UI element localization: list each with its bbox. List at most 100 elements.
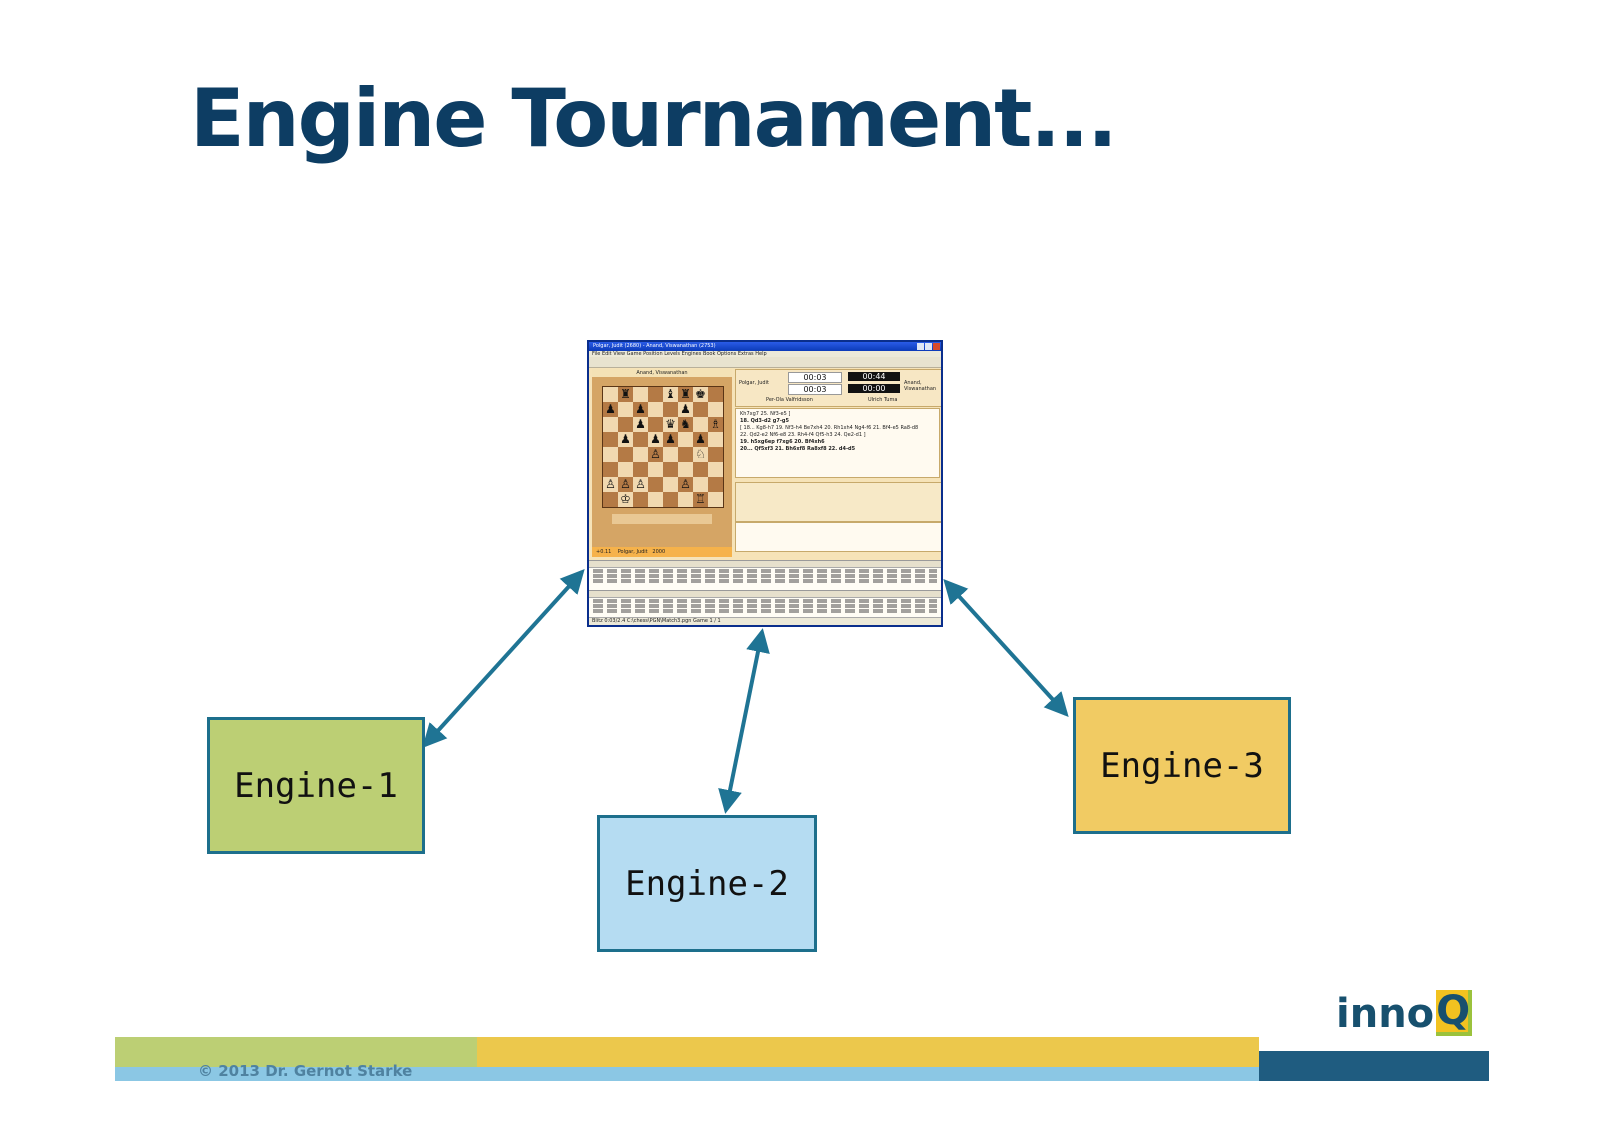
clock-left-name: Polgar, Judit <box>739 380 769 386</box>
engine-pane-2 <box>589 590 941 621</box>
arrow-engine-2 <box>718 628 770 814</box>
board-square <box>648 402 663 417</box>
copyright-text: © 2013 Dr. Gernot Starke <box>198 1062 413 1080</box>
board-square <box>678 432 693 447</box>
board-square <box>618 417 633 432</box>
opening-info <box>735 522 941 552</box>
footer-band-blue <box>115 1067 1259 1081</box>
board-square: ♙ <box>633 477 648 492</box>
top-player-name: Anand, Viswanathan <box>592 369 732 377</box>
arrow-engine-3 <box>943 579 1069 717</box>
engine-3-box: Engine-3 <box>1073 697 1291 834</box>
engine-2-box: Engine-2 <box>597 815 817 952</box>
board-panel: Anand, Viswanathan ♜♝♜♚♟♟♟♟♛♞♗♟♟♟♟♙♘♙♙♙♙… <box>592 369 732 557</box>
notation-line: [ 18... Kg8-h7 19. Nf3-h4 Be7xh4 20. Rh1… <box>740 425 919 431</box>
board-square <box>693 477 708 492</box>
footer-band-dark <box>1259 1051 1489 1081</box>
board-square: ♟ <box>678 402 693 417</box>
board-square <box>603 492 618 507</box>
board-square <box>633 492 648 507</box>
gui-menubar: File Edit View Game Position Levels Engi… <box>589 351 941 357</box>
logo-text: inno <box>1336 991 1435 1037</box>
board-square: ♙ <box>618 477 633 492</box>
board-footer: +0.11 Polgar, Judit 2000 <box>592 547 732 557</box>
close-icon <box>933 343 940 350</box>
board-square <box>663 477 678 492</box>
board-square: ♟ <box>693 432 708 447</box>
engine-3-label: Engine-3 <box>1100 745 1264 786</box>
board-square <box>663 492 678 507</box>
bottom-player-name: Polgar, Judit <box>617 549 648 555</box>
board-square: ♝ <box>663 387 678 402</box>
clock-white-1: 00:03 <box>788 372 842 383</box>
gui-toolbar <box>589 357 941 368</box>
board-square: ♙ <box>648 447 663 462</box>
board-square <box>633 447 648 462</box>
board-square: ♚ <box>693 387 708 402</box>
board-square <box>708 432 723 447</box>
board-square: ♖ <box>693 492 708 507</box>
footer-band-yellow <box>477 1037 1259 1067</box>
board-square <box>693 462 708 477</box>
gui-window-buttons <box>917 343 940 350</box>
chess-board: ♜♝♜♚♟♟♟♟♛♞♗♟♟♟♟♙♘♙♙♙♙♔♖ <box>602 386 724 508</box>
board-square <box>648 477 663 492</box>
board-square <box>618 447 633 462</box>
notation-line: 22. Qd2-e2 Nf6-e8 23. Rh4-f4 Qf5-h3 24. … <box>740 432 866 438</box>
board-square <box>663 402 678 417</box>
board-square <box>648 462 663 477</box>
board-square: ♟ <box>633 417 648 432</box>
board-square: ♟ <box>648 432 663 447</box>
board-square: ♔ <box>618 492 633 507</box>
board-square: ♜ <box>678 387 693 402</box>
board-square <box>648 492 663 507</box>
board-square: ♗ <box>708 417 723 432</box>
notation-line: Kh7xg7 25. Nf3-e5 ] <box>740 411 791 417</box>
notation-line: 20... Qf5xf3 21. Bh6xf8 Ra8xf8 22. d4-d5 <box>740 446 856 452</box>
board-square <box>693 402 708 417</box>
clock-black-2: 00:00 <box>848 384 900 393</box>
clock-white-2: 00:03 <box>788 384 842 395</box>
chess-gui-screenshot: Polgar, Judit (2680) - Anand, Viswanatha… <box>587 340 943 627</box>
board-square <box>678 447 693 462</box>
board-square: ♛ <box>663 417 678 432</box>
board-square <box>618 462 633 477</box>
board-square <box>648 417 663 432</box>
board-square <box>693 417 708 432</box>
board-square: ♟ <box>663 432 678 447</box>
board-square <box>603 432 618 447</box>
board-square <box>618 402 633 417</box>
board-square: ♟ <box>603 402 618 417</box>
player-rating: 2000 <box>652 549 666 555</box>
board-square <box>603 462 618 477</box>
board-square <box>603 447 618 462</box>
notation-line: 19. h5xg6ep f7xg6 20. Bf4xh6 <box>740 439 825 445</box>
board-square <box>633 432 648 447</box>
board-square: ♙ <box>678 477 693 492</box>
move-notation: Kh7xg7 25. Nf3-e5 ] 18. Qd3-d2 g7-g5 [ 1… <box>735 408 940 478</box>
minimize-icon <box>917 343 924 350</box>
footer-band-green <box>115 1037 477 1067</box>
logo-q-mark: Q <box>1436 988 1473 1036</box>
board-square: ♟ <box>618 432 633 447</box>
board-square <box>708 477 723 492</box>
board-square <box>603 387 618 402</box>
board-square: ♜ <box>618 387 633 402</box>
innoq-logo: inno Q <box>1336 988 1473 1037</box>
engine-pane-1 <box>589 560 941 591</box>
gui-statusbar: Blitz 0:03/2.4 C:\chess\PGN\Match3.pgn G… <box>589 617 941 625</box>
board-square: ♟ <box>633 402 648 417</box>
evaluation-graph <box>735 482 941 522</box>
clock-black-1: 00:44 <box>848 372 900 381</box>
arrow-engine-1 <box>422 569 585 748</box>
board-square: ♘ <box>693 447 708 462</box>
board-square: ♙ <box>603 477 618 492</box>
board-square <box>708 462 723 477</box>
board-navigation <box>612 514 712 524</box>
board-square <box>663 462 678 477</box>
board-square: ♞ <box>678 417 693 432</box>
maximize-icon <box>925 343 932 350</box>
board-square <box>708 402 723 417</box>
board-square <box>633 462 648 477</box>
